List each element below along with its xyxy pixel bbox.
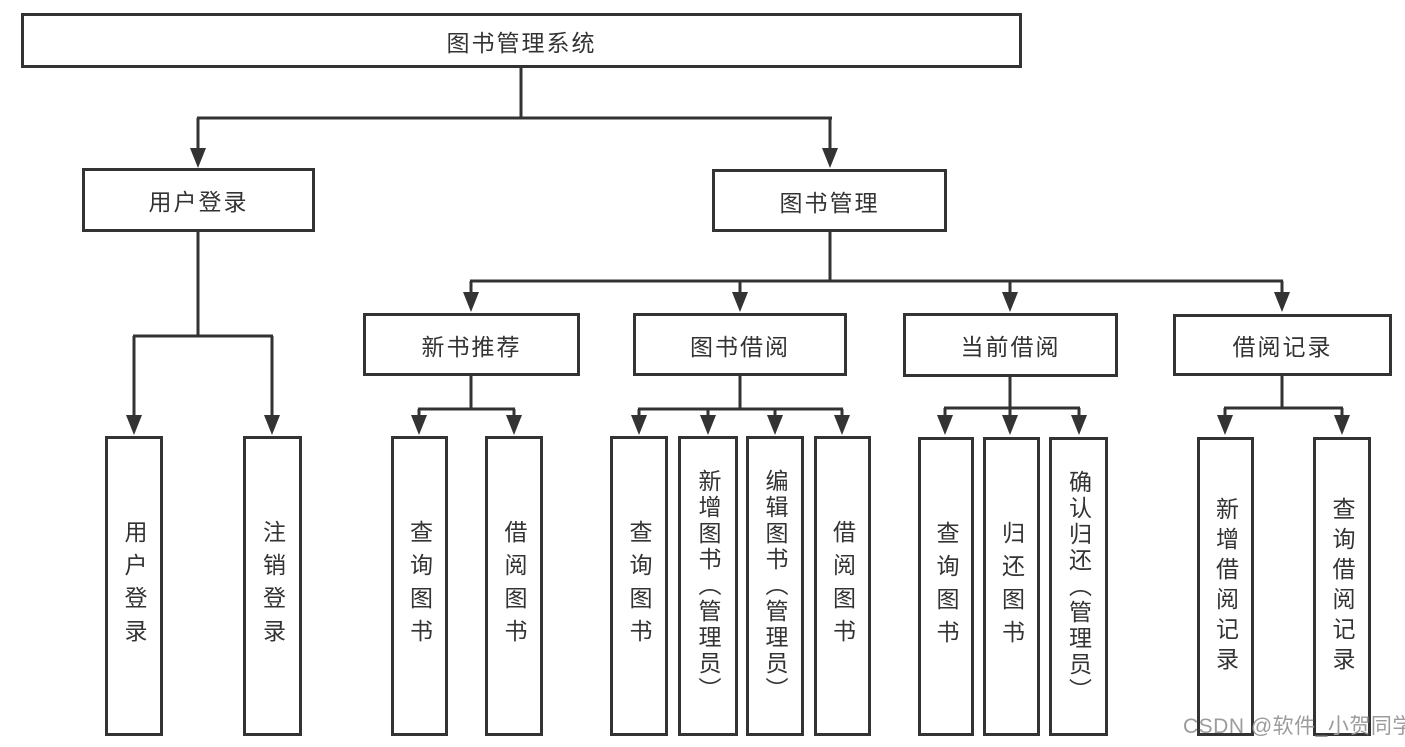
arrowheads-borrow-records (1217, 415, 1350, 435)
node-user-login: 用户登录 (82, 168, 315, 232)
node-book-borrow-label: 图书借阅 (690, 333, 790, 360)
leaf-br-query-record-label: 查询借阅记录 (1329, 496, 1355, 677)
connector-new-book-children (417, 376, 516, 417)
node-borrow-records: 借阅记录 (1173, 314, 1392, 376)
leaf-bb-edit-books-admin-label: 编辑图书（管理员） (762, 469, 788, 703)
leaf-cb-return-books-label: 归还图书 (998, 520, 1025, 653)
arrowheads-level1 (190, 148, 838, 168)
node-current-borrow-label: 当前借阅 (960, 334, 1061, 360)
node-book-borrow: 图书借阅 (633, 313, 847, 376)
leaf-bb-borrow-books: 借阅图书 (814, 436, 871, 736)
node-new-book-rec-label: 新书推荐 (421, 333, 522, 360)
connector-root-to-level1 (196, 68, 832, 150)
leaf-nb-borrow-books: 借阅图书 (485, 436, 543, 736)
leaf-bb-query-books: 查询图书 (610, 436, 668, 736)
node-new-book-rec: 新书推荐 (363, 313, 580, 376)
leaf-bb-edit-books-admin: 编辑图书（管理员） (746, 436, 804, 736)
connector-current-borrow-children (943, 377, 1081, 417)
leaf-logout: 注销登录 (243, 436, 302, 736)
leaf-br-query-record: 查询借阅记录 (1313, 437, 1371, 736)
arrowheads-user-login (126, 415, 280, 435)
node-borrow-records-label: 借阅记录 (1232, 334, 1333, 360)
leaf-cb-query-books-label: 查询图书 (933, 520, 959, 653)
leaf-br-add-record: 新增借阅记录 (1197, 437, 1254, 736)
leaf-bb-borrow-books-label: 借阅图书 (829, 520, 856, 652)
leaf-bb-query-books-label: 查询图书 (626, 520, 652, 652)
leaf-cb-query-books: 查询图书 (918, 437, 974, 736)
connector-user-login-children (132, 232, 274, 417)
node-root-label: 图书管理系统 (446, 29, 597, 56)
leaf-nb-query-books: 查询图书 (391, 436, 448, 736)
node-book-mgmt-label: 图书管理 (779, 189, 880, 216)
leaf-user-login-label: 用户登录 (121, 520, 147, 652)
leaf-bb-add-books-admin: 新增图书（管理员） (678, 436, 738, 736)
node-root: 图书管理系统 (21, 13, 1022, 68)
leaf-bb-add-books-admin-label: 新增图书（管理员） (695, 469, 721, 703)
leaf-nb-query-books-label: 查询图书 (406, 520, 433, 652)
leaf-logout-label: 注销登录 (259, 520, 286, 652)
node-user-login-label: 用户登录 (148, 189, 249, 215)
arrowheads-new-book (411, 415, 522, 435)
leaf-cb-confirm-return-admin: 确认归还（管理员） (1049, 437, 1108, 736)
leaf-user-login: 用户登录 (105, 436, 163, 736)
leaf-cb-return-books: 归还图书 (983, 437, 1040, 736)
arrowheads-level2 (463, 292, 1290, 312)
csdn-watermark: CSDN @软件_小贺同学 (1183, 715, 1405, 738)
arrowheads-book-borrow (631, 415, 850, 435)
connector-borrow-records-children (1223, 376, 1344, 417)
connector-book-borrow-children (637, 376, 844, 417)
leaf-cb-confirm-return-admin-label: 确认归还（管理员） (1065, 469, 1092, 704)
node-current-borrow: 当前借阅 (903, 313, 1118, 377)
leaf-nb-borrow-books-label: 借阅图书 (501, 520, 527, 652)
node-book-mgmt: 图书管理 (712, 169, 947, 232)
connector-book-mgmt-children (469, 232, 1284, 294)
leaf-br-add-record-label: 新增借阅记录 (1212, 496, 1239, 677)
arrowheads-current-borrow (937, 415, 1087, 435)
